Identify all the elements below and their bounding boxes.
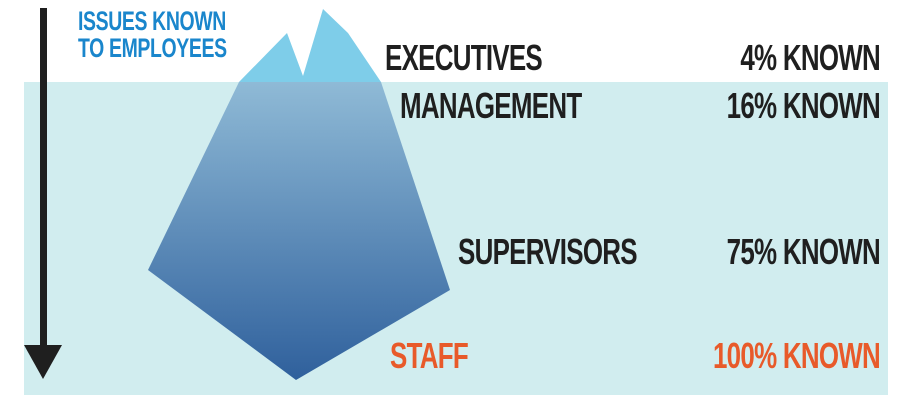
level-supervisors-label: SUPERVISORS xyxy=(458,231,638,272)
iceberg-submerged xyxy=(148,82,450,380)
down-arrow-shaft xyxy=(40,8,47,348)
level-executives-label: EXECUTIVES xyxy=(385,37,543,78)
supervisors-known-value: 75% KNOWN xyxy=(726,231,881,272)
iceberg-tip xyxy=(239,9,381,82)
heading-line-2: TO EMPLOYEES xyxy=(78,33,227,63)
heading-line-1: ISSUES KNOWN xyxy=(78,6,226,36)
executives-known-value: 4% KNOWN xyxy=(740,37,880,78)
level-staff-label: STAFF xyxy=(390,335,469,376)
management-known-value: 16% KNOWN xyxy=(726,85,881,126)
level-management-label: MANAGEMENT xyxy=(400,85,582,126)
down-arrow-icon xyxy=(24,345,62,379)
staff-known-value: 100% KNOWN xyxy=(712,335,881,376)
diagram-heading: ISSUES KNOWN TO EMPLOYEES xyxy=(78,8,227,62)
